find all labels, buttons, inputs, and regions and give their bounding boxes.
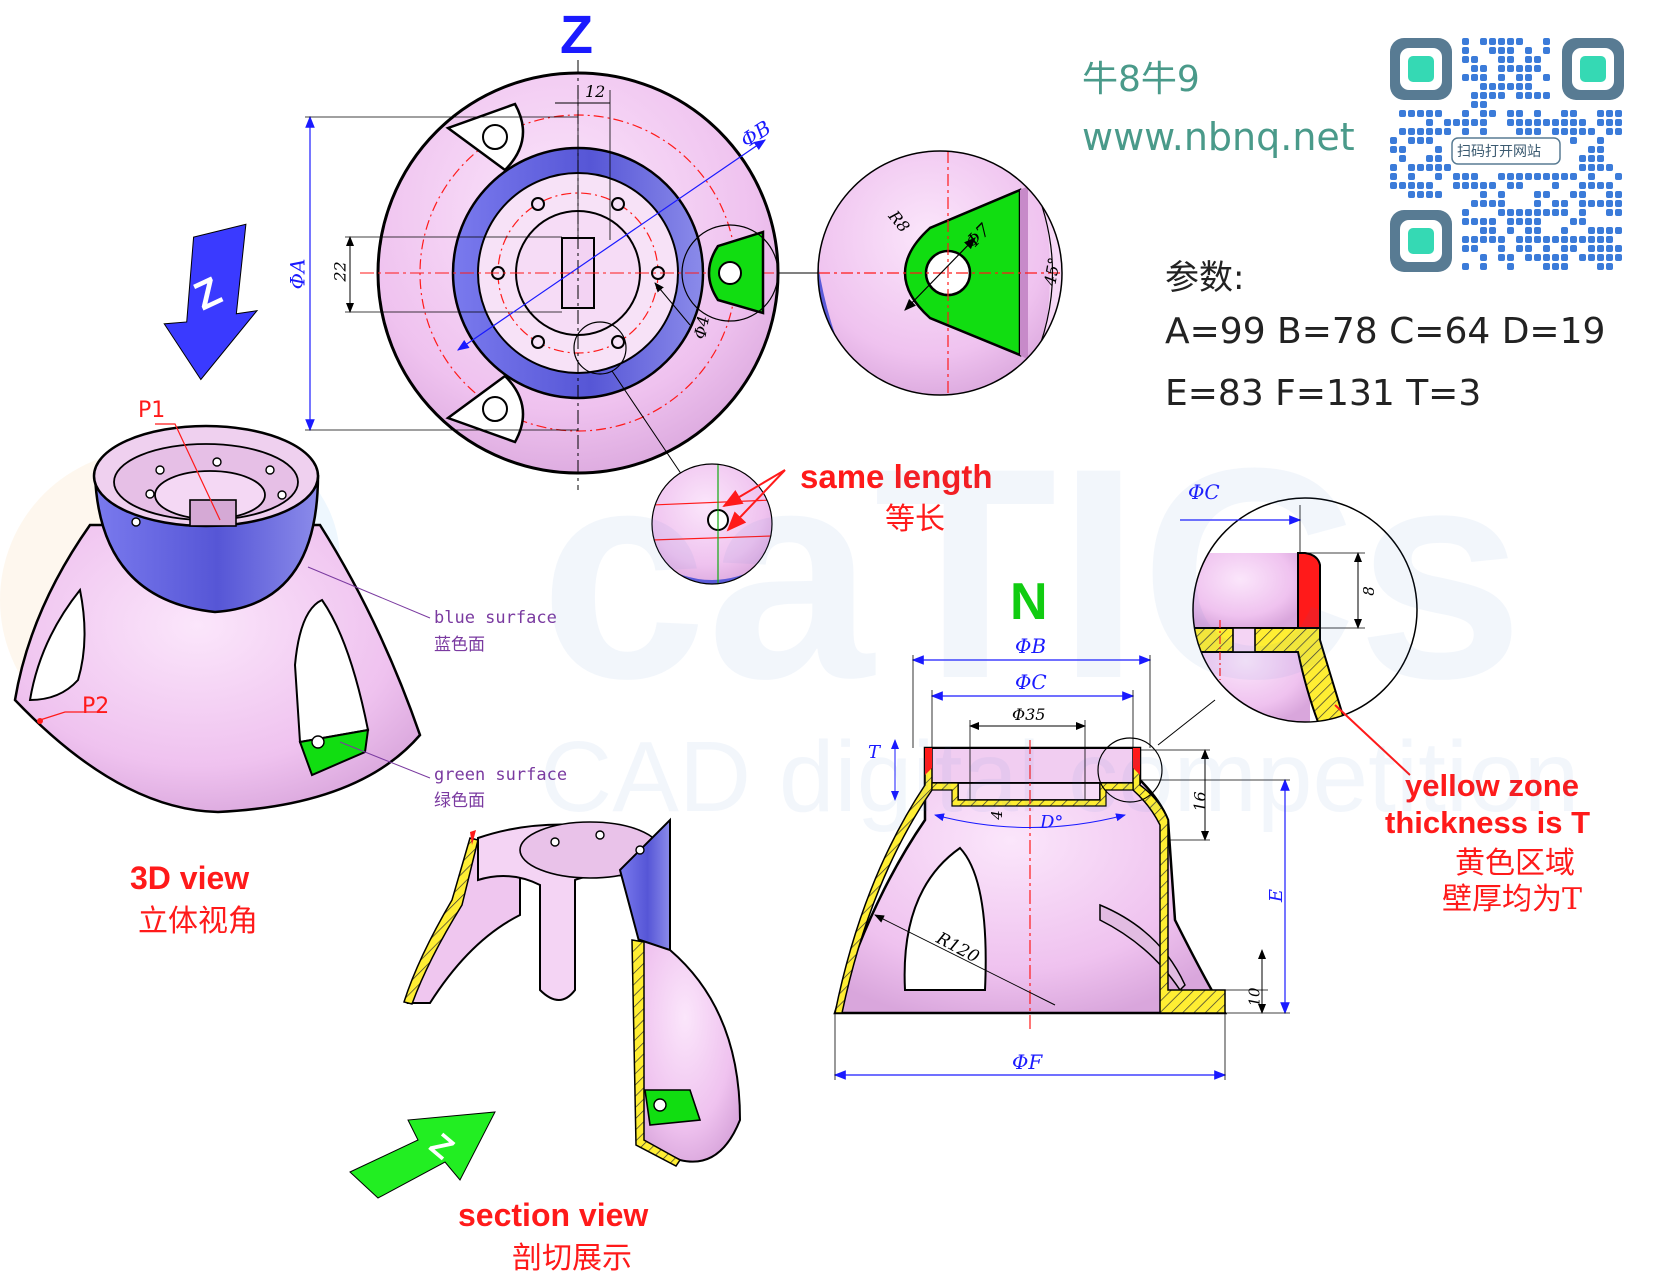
3d-window-right [293, 598, 370, 744]
yellow-zone-en1: yellow zone [1405, 768, 1579, 803]
yellow-zone-en2: thickness is T [1385, 805, 1591, 840]
blue-z-arrow [163, 223, 259, 381]
top-view [305, 60, 860, 490]
same-length-en: same length [800, 458, 993, 495]
params-line1: A=99 B=78 C=64 D=19 [1165, 311, 1606, 352]
qr-finder-bl [1390, 210, 1452, 272]
view-3d [13, 423, 431, 814]
section-body-right [639, 938, 742, 1163]
qr-label: 扫码打开网站 [1457, 144, 1541, 160]
point-p1: P1 [138, 398, 166, 423]
dim-front-E: E [1266, 888, 1288, 903]
qr-code[interactable] [1383, 32, 1628, 277]
callout-blue-en: blue surface [434, 608, 557, 628]
3d-window-left [28, 587, 86, 702]
watermark-sub: CAD digital competition [540, 721, 1580, 833]
dim-front-phiC: ΦC [1015, 670, 1047, 694]
yellow-zone-cn2: 壁厚均为T [1442, 882, 1583, 917]
site-url: www.nbnq.net [1082, 115, 1355, 159]
dim-top-22: 22 [330, 261, 350, 282]
callout-green-cn: 绿色面 [434, 791, 485, 811]
dim-top-phiA: ΦA [285, 258, 310, 290]
dim-front-10: 10 [1245, 987, 1264, 1007]
point-p2: P2 [82, 694, 110, 719]
params-line2: E=83 F=131 T=3 [1165, 373, 1482, 414]
section-cn: 剖切展示 [512, 1241, 632, 1276]
qr-finder-tr [1562, 38, 1624, 100]
dim-front-phiB: ΦB [1015, 634, 1047, 658]
view3d-en: 3D view [130, 860, 250, 896]
site-code: 牛8牛9 [1082, 59, 1200, 100]
dim-top-phi4: Φ4 [690, 314, 714, 341]
dim-sec-phiC: ΦC [1188, 480, 1220, 504]
dim-top-12: 12 [585, 82, 606, 101]
green-z-arrow [349, 1111, 496, 1199]
dim-front-phi35: Φ35 [1012, 705, 1046, 724]
top-view-label: Z [560, 5, 593, 65]
section-en: section view [458, 1197, 649, 1233]
params-title: 参数: [1165, 258, 1245, 298]
front-view [833, 655, 1290, 1080]
callout-blue-cn: 蓝色面 [434, 635, 485, 655]
yellow-zone-cn1: 黄色区域 [1455, 846, 1575, 881]
watermark-main: caTICs [540, 405, 1524, 741]
dim-front-D: D° [1040, 812, 1064, 833]
qr-finder-tl [1390, 38, 1452, 100]
callout-green-en: green surface [434, 765, 568, 785]
same-length-cn: 等长 [885, 502, 945, 537]
section-view [403, 817, 742, 1167]
front-view-label: N [1010, 573, 1048, 631]
dim-front-T: T [868, 742, 881, 763]
detail-section [1180, 497, 1418, 776]
view3d-cn: 立体视角 [138, 904, 258, 939]
dim-front-phiF: ΦF [1012, 1050, 1043, 1074]
detail-lug [817, 150, 1063, 396]
